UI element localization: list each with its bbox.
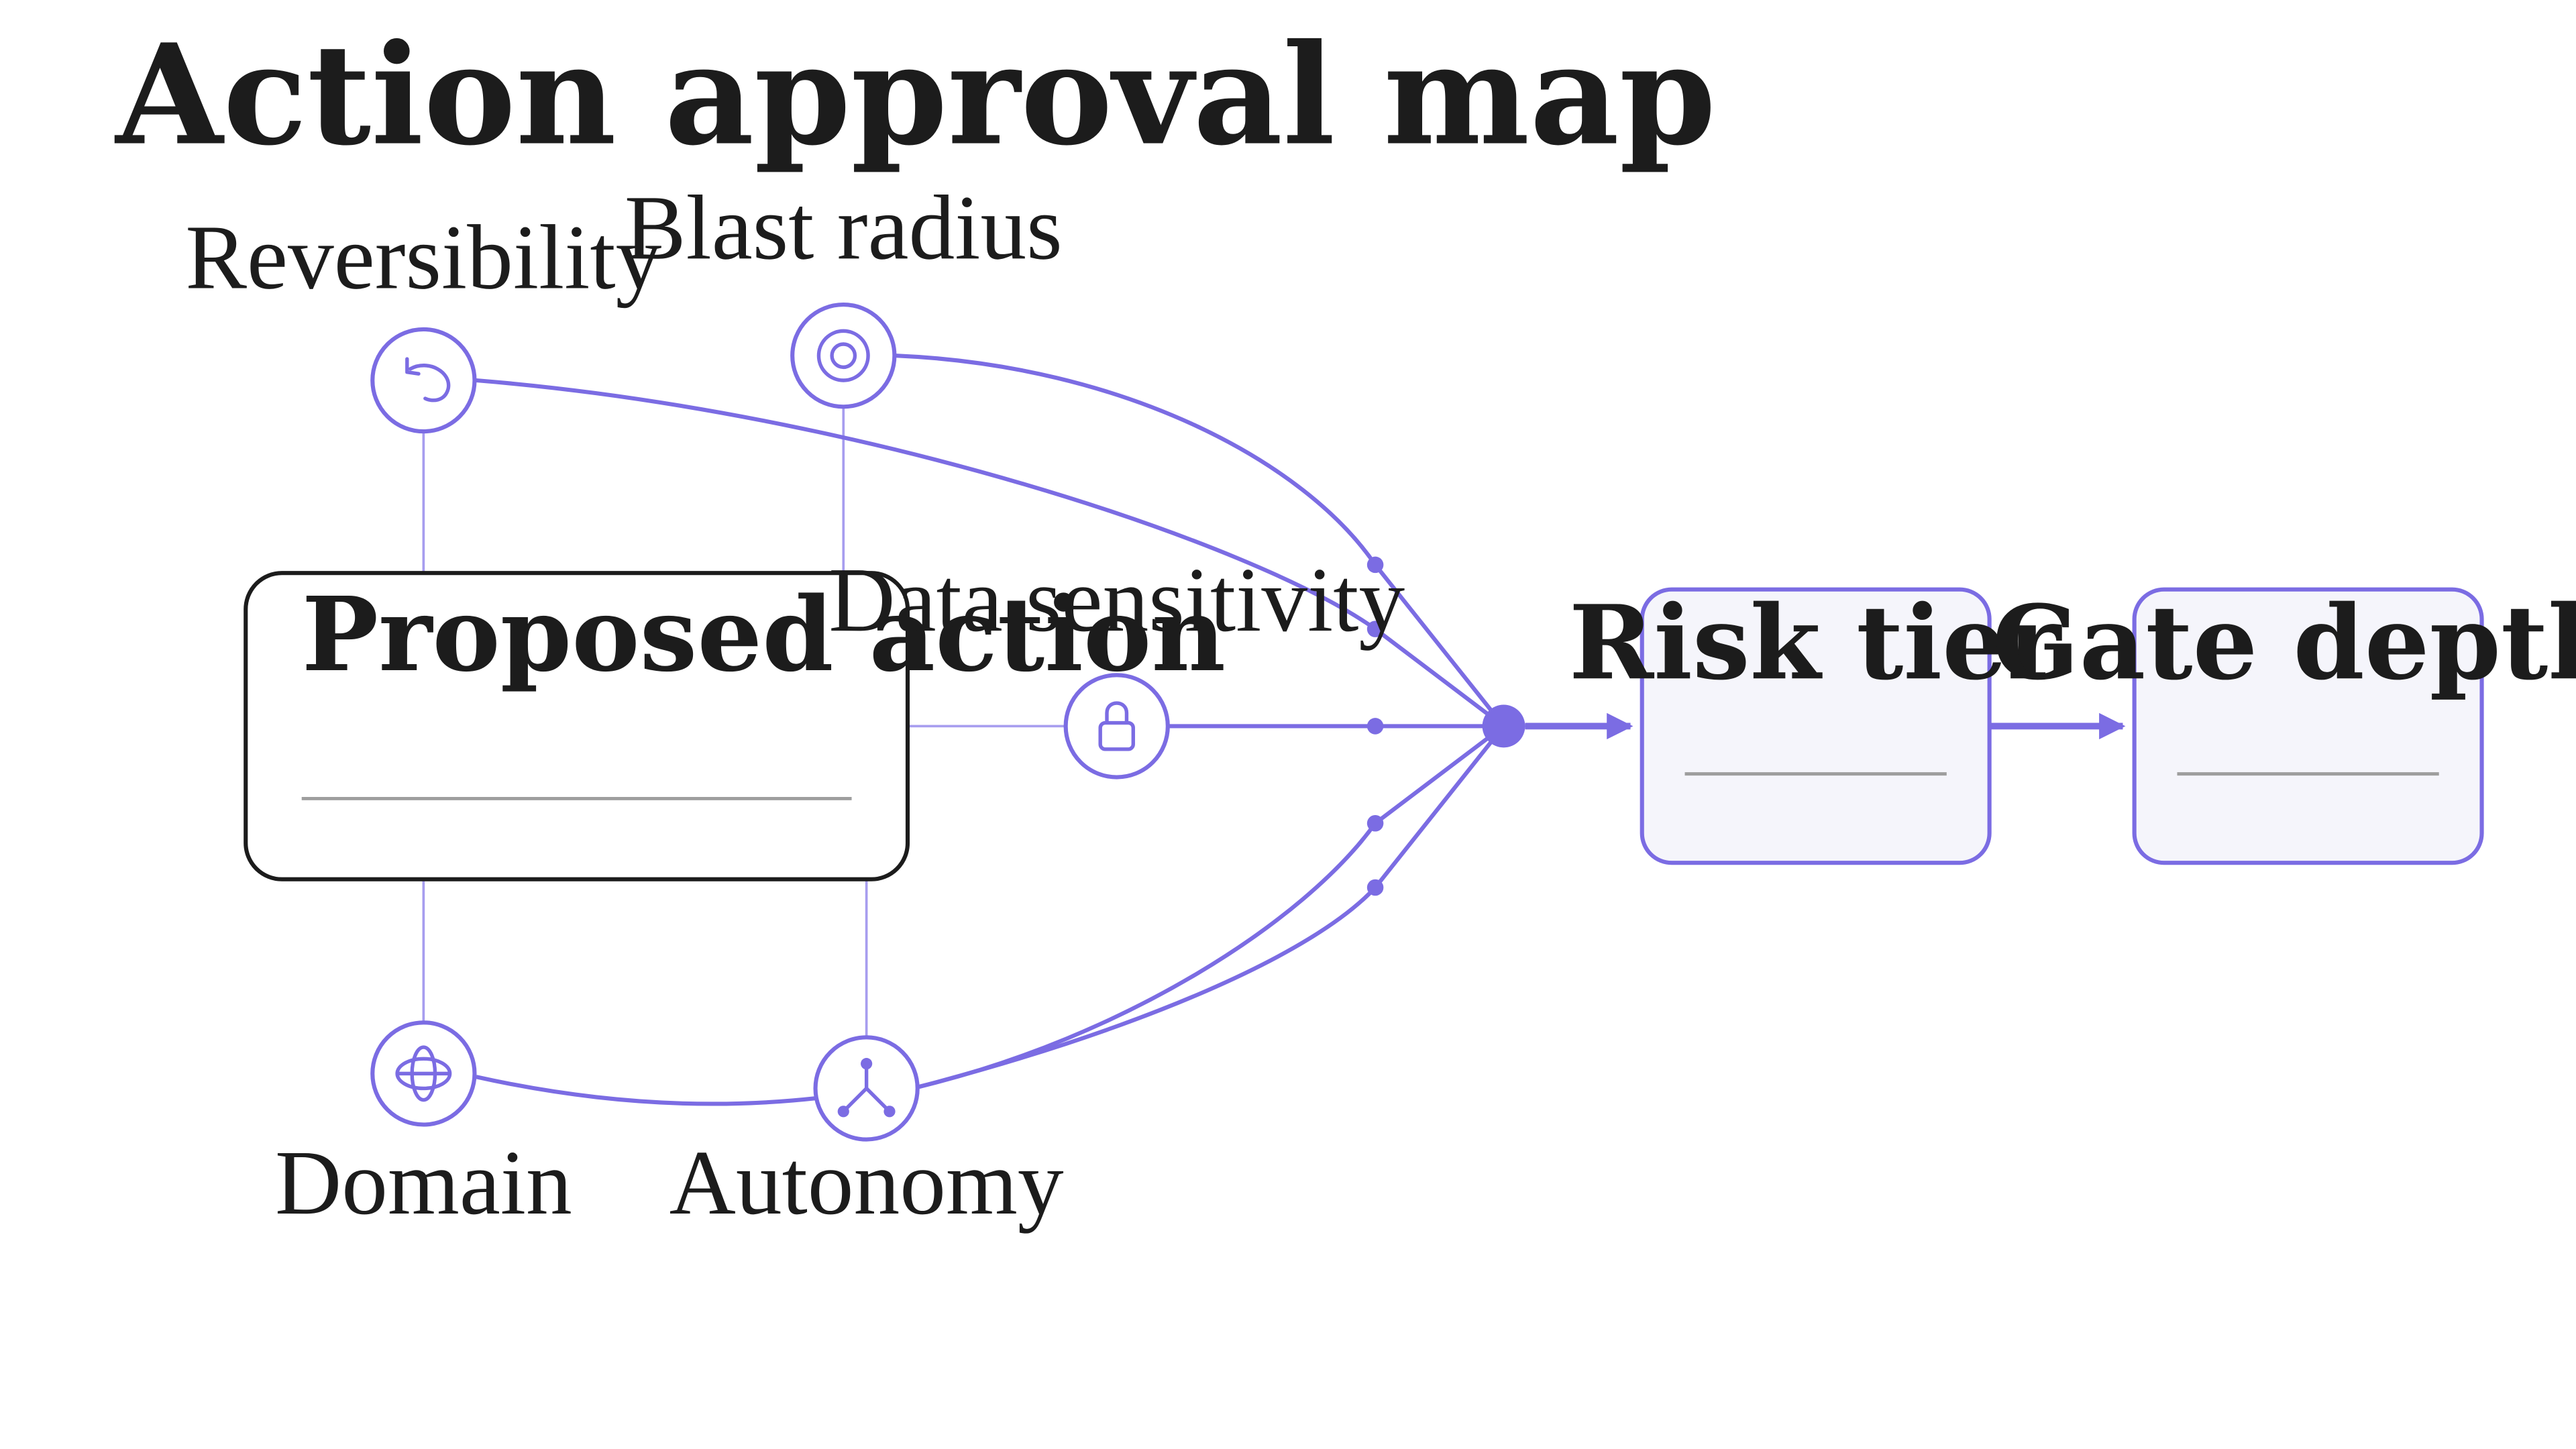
proposed-action-label: Proposed action <box>302 574 1226 694</box>
converging-paths <box>476 354 1505 1106</box>
lock-icon <box>1098 701 1135 751</box>
undo-icon <box>405 357 451 402</box>
risk-tier-label: Risk tier <box>1569 582 2062 702</box>
target-icon <box>816 329 870 382</box>
gate-depth-label: Gate depth <box>1992 582 2576 702</box>
reversibility-label: Reversibility <box>185 207 661 309</box>
junction-dot <box>1366 718 1384 735</box>
globe-icon <box>395 1045 452 1102</box>
path-reversibility <box>476 378 1505 728</box>
path-blast-radius <box>896 354 1505 728</box>
risk-tier-box[interactable]: Risk tier <box>1569 582 2062 865</box>
autonomy-label: Autonomy <box>669 1132 1064 1234</box>
junction-dot <box>1366 556 1384 574</box>
path-autonomy-b <box>918 724 1505 1089</box>
path-domain-autonomy <box>476 1075 816 1106</box>
factor-domain[interactable] <box>370 1020 477 1127</box>
blast-radius-label: Blast radius <box>625 176 1063 278</box>
proposed-action-box[interactable]: Proposed action <box>244 571 1226 881</box>
junction-dot <box>1366 621 1384 637</box>
hub-node <box>1482 704 1525 748</box>
junction-dots <box>1366 556 1384 896</box>
page-title: Action approval map <box>114 13 1716 176</box>
junction-dot <box>1366 815 1384 832</box>
domain-label: Domain <box>275 1132 572 1234</box>
factor-autonomy[interactable] <box>813 1035 920 1142</box>
path-autonomy-a <box>918 724 1505 1089</box>
junction-dot <box>1366 879 1384 896</box>
factor-reversibility[interactable] <box>370 327 477 434</box>
network-icon <box>837 1058 896 1118</box>
gate-depth-box[interactable]: Gate depth <box>1992 582 2576 865</box>
data-sensitivity-label: Data sensitivity <box>828 549 1405 651</box>
factor-data-sensitivity[interactable] <box>1063 673 1170 780</box>
factor-blast-radius[interactable] <box>790 303 897 409</box>
